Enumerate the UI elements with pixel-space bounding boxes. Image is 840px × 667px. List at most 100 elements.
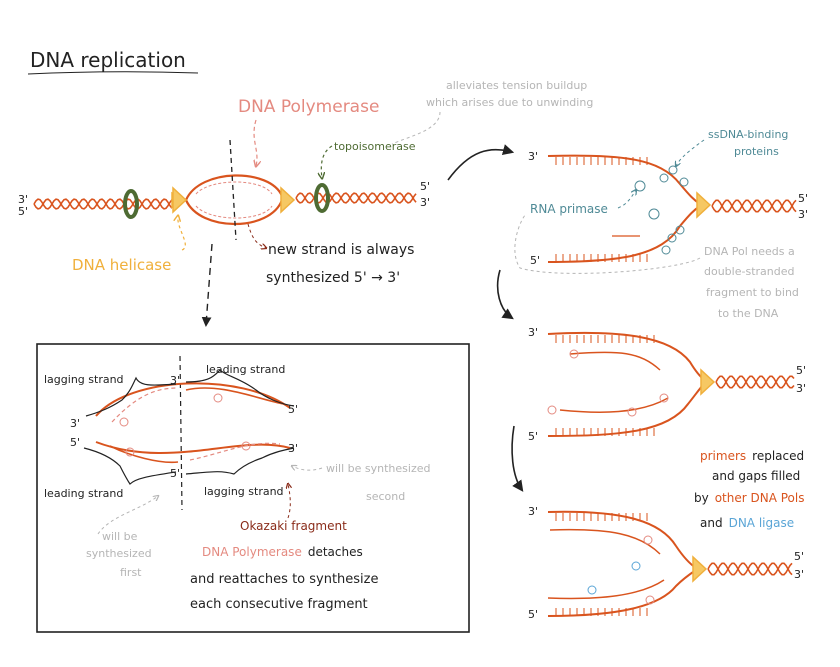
overview-right-5prime: 5' — [420, 180, 430, 193]
p2-helix-b — [715, 375, 795, 389]
zoom-arrow — [201, 243, 213, 327]
p2-polymerase-2 — [547, 405, 557, 415]
box-right-5prime-top: 5' — [288, 403, 298, 416]
overview-helix — [33, 192, 417, 210]
p1-primase-1 — [634, 180, 646, 192]
box-mid-5prime-bottom: 5' — [170, 467, 180, 480]
title-underline — [27, 71, 199, 75]
overview-left-5prime: 5' — [18, 205, 28, 218]
label-detaches-1: DNA Polymerase — [202, 545, 302, 559]
p1-bottom-strand — [547, 205, 701, 263]
right-helicase — [280, 186, 296, 214]
label-dna-helicase: DNA helicase — [72, 256, 171, 274]
p2-helicase — [700, 368, 716, 396]
label-ssdna-1: ssDNA-binding — [708, 128, 788, 141]
overview-right-3prime: 3' — [420, 196, 430, 209]
p1-ssb-3 — [679, 177, 689, 187]
label-new-strand-1: new strand is always — [268, 242, 414, 258]
brace-leading-top — [185, 369, 295, 407]
brace-lagging-top — [85, 376, 177, 417]
label-dnapol-need-2: double-stranded — [704, 265, 794, 278]
label-tension-note-1: alleviates tension buildup — [446, 79, 587, 92]
p2-right-5prime: 5' — [796, 364, 806, 377]
label-rna-primase: RNA primase — [530, 202, 608, 216]
box-mid-3prime-top: 3' — [170, 374, 180, 387]
label-tension-note-2: which arises due to unwinding — [426, 96, 593, 109]
p1-top-base-ticks — [555, 157, 648, 165]
label-will-first-3: first — [120, 566, 142, 579]
box-left-3prime-top: 3' — [70, 417, 80, 430]
label-primers-line3: by other DNA Pols — [694, 491, 804, 505]
p1-bottom-base-ticks — [555, 254, 648, 262]
p3-3prime-top: 3' — [528, 505, 538, 518]
box-lagging-new-top — [111, 387, 179, 423]
label-will-first-2: synthesized — [86, 547, 152, 560]
helix-left-strand-a — [33, 198, 173, 210]
p3-ligase-2 — [587, 585, 597, 595]
label-dnapol-need-3: fragment to bind — [706, 286, 799, 299]
p2-top-base-ticks — [555, 335, 655, 343]
bubble-new-top — [195, 181, 273, 195]
p3-5prime-bottom: 5' — [528, 608, 538, 621]
p3-right-3prime: 3' — [794, 568, 804, 581]
label-will-second-2: second — [366, 490, 405, 503]
p1-ssb-5 — [675, 225, 685, 235]
p1-helix-b — [711, 199, 797, 213]
p3-new-bottom — [547, 579, 665, 600]
p1-primase-2 — [648, 208, 660, 220]
box-polymerase-1 — [119, 417, 129, 427]
p3-new-top — [549, 528, 661, 555]
label-dna-polymerase: DNA Polymerase — [238, 97, 379, 117]
p1-5prime-bottom: 5' — [530, 254, 540, 267]
p3-right-5prime: 5' — [794, 550, 804, 563]
p2-right-3prime: 3' — [796, 382, 806, 395]
label-ssdna-2: proteins — [734, 145, 779, 158]
p1-right-5prime: 5' — [798, 192, 808, 205]
p2-polymerase-4 — [659, 393, 669, 403]
p1-helicase — [696, 191, 712, 219]
p1-top-strand — [547, 154, 701, 205]
label-primers-4: by — [694, 491, 709, 505]
p2-new-top — [569, 351, 661, 371]
left-helicase — [172, 186, 188, 214]
label-new-strand-2: synthesized 5' → 3' — [266, 270, 400, 286]
label-will-second-1: will be synthesized — [326, 462, 430, 475]
label-primers-7: DNA ligase — [729, 516, 795, 530]
label-detaches-4: each consecutive fragment — [190, 597, 368, 612]
p2-helix-a — [715, 375, 795, 389]
helicase-pointer — [178, 216, 186, 251]
label-primers-5: other DNA Pols — [715, 491, 805, 505]
p3-bottom-strand — [547, 569, 697, 617]
p3-polymerase-2 — [645, 595, 655, 605]
arrow-to-panel-2 — [496, 269, 514, 320]
label-topoisomerase: topoisomerase — [334, 140, 416, 153]
detail-box — [36, 343, 470, 633]
box-top-parent-strand — [95, 382, 291, 417]
p2-top-strand — [547, 331, 705, 381]
box-leading-new-bottom — [109, 445, 179, 464]
label-lagging-top: lagging strand — [44, 373, 124, 386]
label-leading-top: leading strand — [206, 363, 285, 376]
label-detaches-3: and reattaches to synthesize — [190, 572, 379, 587]
label-dnapol-need-4: to the DNA — [718, 307, 779, 320]
box-right-3prime-bottom: 3' — [288, 442, 298, 455]
new-strand-pointer — [247, 223, 266, 248]
bubble-top-strand — [184, 174, 284, 201]
label-dnapol-need-1: DNA Pol needs a — [704, 245, 795, 258]
right-topoisomerase — [314, 183, 330, 213]
helix-left-strand-b — [33, 198, 173, 210]
p1-ssb-6 — [661, 245, 671, 255]
tension-note-pointer — [391, 111, 441, 145]
p1-3prime-top: 3' — [528, 150, 538, 163]
bubble-new-bottom — [195, 205, 273, 219]
label-primers-2: replaced — [752, 449, 804, 463]
arrow-to-panel-1 — [447, 144, 515, 181]
p2-3prime-top: 3' — [528, 326, 538, 339]
p3-bottom-base-ticks — [555, 608, 648, 616]
p1-ssb-1 — [659, 173, 669, 183]
left-topoisomerase — [123, 189, 139, 219]
box-bottom-parent-strand — [95, 441, 291, 454]
